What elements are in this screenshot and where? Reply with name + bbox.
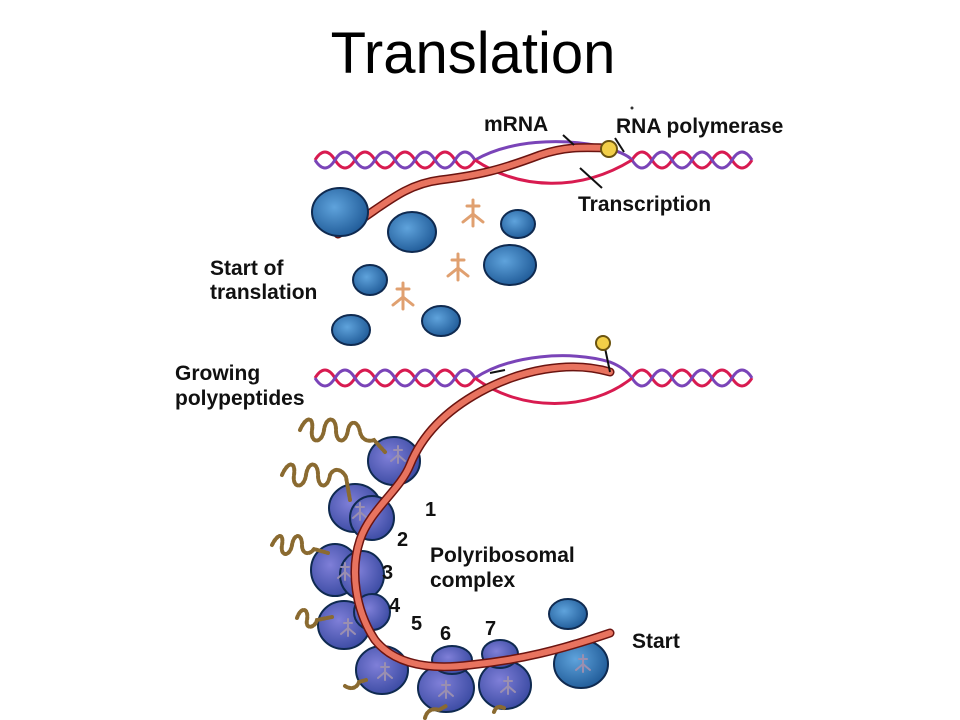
ribosome-number-2: 2 [397, 529, 408, 551]
dna-helix-right-bottom [630, 368, 754, 388]
polypeptide-chain-icon [295, 608, 334, 629]
page-title: Translation [330, 21, 616, 86]
polypeptide-chain-icon [343, 678, 368, 691]
label-polyribosomal: Polyribosomal [430, 544, 575, 567]
polypeptide-chain-icon [423, 704, 448, 720]
label-start: Start [632, 630, 680, 653]
ribosome-number-4: 4 [389, 595, 401, 617]
ribosome-icon [387, 211, 437, 253]
ribosome-icon [331, 314, 371, 346]
rna-polymerase-icon [595, 335, 611, 351]
label-complex: complex [430, 569, 516, 592]
label-polypeptides: polypeptides [175, 387, 305, 410]
ribosome-icon [548, 598, 588, 630]
trna-icon [446, 252, 470, 282]
polypeptide-chain-icon [280, 462, 352, 502]
ribosome-icon [500, 209, 536, 239]
ribosome-icon [483, 244, 537, 286]
trna-icon [461, 198, 485, 228]
polypeptide-chain-icon [298, 417, 387, 454]
ribosome-number-3: 3 [382, 562, 393, 584]
rna-polymerase-icon [600, 140, 618, 158]
free-ribosomes [311, 187, 537, 346]
label-growing: Growing [175, 362, 260, 385]
polypeptide-chains [270, 417, 506, 720]
polypeptide-chain-icon [270, 534, 330, 556]
bottom-panel: 1 2 3 4 5 6 7 Growing polypeptides Polyr… [175, 335, 754, 720]
label-translation: translation [210, 281, 317, 304]
ribosome-number-7: 7 [485, 618, 496, 640]
label-mrna: mRNA [484, 113, 548, 136]
top-panel: mRNA RNA polymerase Transcription Start … [210, 106, 783, 346]
ribosome-icon [421, 305, 461, 337]
dna-helix-left-top [313, 150, 477, 170]
ribosome-number-6: 6 [440, 623, 451, 645]
label-start-of: Start of [210, 257, 285, 280]
label-transcription: Transcription [578, 193, 711, 216]
ribosome-number-5: 5 [411, 613, 422, 635]
ribosome-icon [311, 187, 369, 237]
dna-helix-right-top [630, 150, 754, 170]
ribosome-icon [352, 264, 388, 296]
polypeptide-chain-icon [492, 704, 506, 714]
label-rna-polymerase: RNA polymerase [616, 115, 783, 138]
template-strand-bottom [474, 354, 634, 380]
ribosome-icon [339, 550, 385, 600]
ribosome-number-1: 1 [425, 499, 436, 521]
dna-helix-left-bottom [313, 368, 477, 388]
trna-icon [391, 281, 415, 311]
